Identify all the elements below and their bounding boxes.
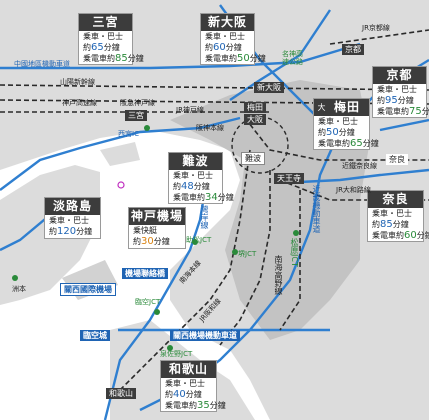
bus-time: 約48分鐘 [173, 181, 210, 192]
label-sakai-jct: 堺JCT [238, 250, 257, 258]
bus-line-caption: 乗車・巴士 [205, 32, 245, 41]
station-tag-sannomiya: 三宮 [125, 110, 147, 121]
bus-line-caption: 乗車・巴士 [49, 216, 89, 225]
station-tag-rinku: 臨空城 [80, 330, 110, 341]
train-minutes: 75 [409, 106, 422, 117]
train-minutes: 85 [115, 53, 128, 64]
train-time: 乗電車約35分鐘 [165, 400, 226, 411]
destination-box-kyoto: 京都 乗車・巴士 約95分鐘 乗電車約75分鐘 [372, 66, 429, 118]
train-minutes: 35 [197, 400, 210, 411]
label-kintetsu-nara: 近鐵奈良線 [342, 162, 377, 170]
train-minutes: 60 [404, 230, 417, 241]
station-tag-osaka: 大阪 [244, 114, 266, 125]
label-nankai-koya: 南海高野線 [274, 255, 283, 295]
label-izumisano-jct: 泉佐野JCT [160, 350, 193, 358]
label-fukaematsu-jct: 助松JCT [186, 236, 212, 244]
osaka-loop [231, 116, 289, 174]
label-rinku-jct: 臨空JCT [135, 298, 161, 306]
ferry-line-caption: 乗快艇 [133, 226, 157, 235]
destination-name: 難波 [169, 153, 222, 170]
bus-time: 約60分鐘 [205, 42, 242, 53]
train-minutes: 34 [205, 192, 218, 203]
bus-line-caption: 乗車・巴士 [165, 379, 205, 388]
destination-box-namba: 難波 乗車・巴士 約48分鐘 乗電車約34分鐘 [168, 152, 234, 204]
bus-minutes: 85 [380, 219, 393, 230]
destination-name: 大阪梅田 [314, 99, 369, 129]
destination-name: 淡路島 [45, 198, 100, 215]
label-hanshin-main: 阪神本線 [196, 124, 224, 132]
train-minutes: 50 [237, 53, 250, 64]
ferry-minutes: 30 [141, 236, 154, 247]
station-tag-kix: 關西國際機場 [60, 283, 116, 296]
bus-minutes: 65 [91, 42, 104, 53]
station-tag-umeda: 梅田 [244, 102, 266, 113]
label-matsubara-jct: 松原JCT [290, 238, 299, 267]
train-time: 乗電車約85分鐘 [83, 53, 144, 64]
destination-name: 新大阪 [201, 14, 254, 31]
train-time: 乗電車約60分鐘 [372, 230, 429, 241]
bus-minutes: 95 [385, 95, 398, 106]
destination-name: 和歌山 [161, 361, 216, 378]
destination-box-awaji: 淡路島 乗車・巴士 約120分鐘 [44, 197, 101, 239]
destination-box-kobe-airport: 神戸機場 乗快艇 約30分鐘 [128, 207, 186, 249]
kobe-port-island [100, 142, 140, 166]
destination-box-shinosaka: 新大阪 乗車・巴士 約60分鐘 乗電車約50分鐘 [200, 13, 266, 65]
bus-time: 約95分鐘 [377, 95, 414, 106]
destination-box-umeda: 大阪梅田 乗車・巴士 約50分鐘 乗電車約65分鐘 [313, 98, 379, 150]
destination-box-nara: 奈良 乗車・巴士 約85分鐘 乗電車約60分鐘 [367, 190, 429, 242]
label-jr-kobe: JR神戸線 [176, 106, 204, 114]
ferry-time: 約30分鐘 [133, 236, 170, 247]
destination-name: 三宮 [79, 14, 132, 31]
station-tag-tennoji: 天王寺 [274, 173, 304, 184]
station-tag-nara: 奈良 [386, 154, 408, 165]
bus-minutes: 120 [57, 226, 77, 237]
bus-time: 約65分鐘 [83, 42, 120, 53]
bus-minutes: 40 [173, 389, 186, 400]
station-markers [12, 125, 299, 351]
destination-box-wakayama: 和歌山 乗車・巴士 約40分鐘 乗電車約35分鐘 [160, 360, 226, 412]
destination-box-sannomiya: 三宮 乗車・巴士 約65分鐘 乗電車約85分鐘 [78, 13, 144, 65]
bus-line-caption: 乗車・巴士 [372, 209, 412, 218]
train-time: 乗電車約34分鐘 [173, 192, 234, 203]
label-sanyo-shinkansen: 山陽新幹線 [60, 78, 95, 86]
bus-time: 約50分鐘 [318, 127, 355, 138]
label-kinki-exp: 近畿機動車道 [312, 185, 321, 233]
bus-minutes: 60 [213, 42, 226, 53]
bus-time: 約40分鐘 [165, 389, 202, 400]
kobe-airport-marker [117, 181, 125, 189]
bus-line-caption: 乗車・巴士 [83, 32, 123, 41]
label-nishinomiya-ic: 西宮IC [118, 130, 139, 138]
station-tag-shinosaka: 新大阪 [254, 82, 284, 93]
label-chugoku-exp: 中國地區機動車道 [14, 60, 70, 68]
railway-network [0, 29, 429, 391]
bus-line-caption: 乗車・巴士 [377, 85, 417, 94]
destination-name: 神戸機場 [129, 208, 185, 225]
bus-time: 約85分鐘 [372, 219, 409, 230]
train-time: 乗電車約75分鐘 [377, 106, 429, 117]
destination-name: 京都 [373, 67, 426, 84]
train-time: 乗電車約50分鐘 [205, 53, 266, 64]
station-tag-kix-expressway: 關西機場機動車道 [170, 330, 240, 341]
bus-minutes: 50 [326, 127, 339, 138]
train-time: 乗電車約65分鐘 [318, 138, 379, 149]
bus-time: 約120分鐘 [49, 226, 93, 237]
label-wangan: 灣岸線 [200, 205, 209, 229]
station-tag-kyoto: 京都 [342, 44, 364, 55]
bus-line-caption: 乗車・巴士 [173, 171, 213, 180]
destination-name: 奈良 [368, 191, 423, 208]
bus-line-caption: 乗車・巴士 [318, 117, 358, 126]
label-kobe-route: 神戸高速線 [62, 99, 97, 107]
label-sumoto: 洲本 [12, 285, 26, 293]
station-tag-wakayama: 和歌山 [106, 388, 136, 399]
label-hankyu-kobe: 阪急神戸線 [120, 99, 155, 107]
label-jr-kyoto-line: JR京都線 [362, 24, 390, 32]
train-minutes: 65 [350, 138, 363, 149]
station-tag-namba: 難波 [241, 152, 265, 165]
label-meishin-exp: 名神高速公路 [282, 50, 303, 66]
label-jr-yamatoji: JR大和路線 [336, 186, 371, 194]
bus-minutes: 48 [181, 181, 194, 192]
station-tag-bridge: 機場聯絡橋 [122, 268, 168, 279]
